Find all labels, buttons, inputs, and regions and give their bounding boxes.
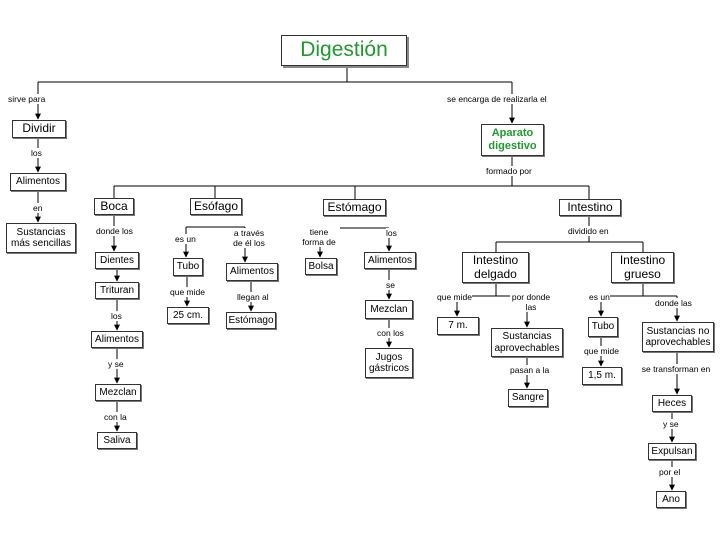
link-label-tiene-forma: tiene forma de <box>298 227 340 248</box>
link-label-sirve-para: sirve para <box>8 94 46 105</box>
concept-sustancias-aprovechables: Sustancias aprovechables <box>491 328 563 357</box>
concept-jugos-gastricos: Jugos gástricos <box>365 348 413 378</box>
concept-ano: Ano <box>656 491 686 508</box>
link-label-es-un: es un <box>589 292 610 303</box>
concept-aparato-digestivo: Aparato digestivo <box>481 124 544 156</box>
link-label-los: los <box>111 311 122 322</box>
concept-tubo: Tubo <box>173 258 203 276</box>
concept-sustancias-no-aprovechables: Sustancias no aprovechables <box>642 322 714 352</box>
concept-sustancias-sencillas: Sustancias más sencillas <box>6 223 76 253</box>
link-label-con-los: con los <box>377 328 404 339</box>
link-label-a-traves: a través de él los <box>228 228 270 249</box>
link-label-y-se: y se <box>108 359 124 370</box>
concept-sangre: Sangre <box>508 389 548 407</box>
concept-25-cm: 25 cm. <box>167 307 209 324</box>
link-label-dividido-en: dividido en <box>568 226 609 237</box>
title-concept: Digestión <box>281 35 407 66</box>
concept-intestino: Intestino <box>559 199 621 216</box>
link-label-por-el: por el <box>659 467 681 478</box>
link-label-formado-por: formado por <box>486 166 532 177</box>
concept-intestino-grueso: Intestino grueso <box>611 252 674 283</box>
concept-tubo: Tubo <box>588 317 618 337</box>
concept-esofago: Esófago <box>190 198 242 215</box>
link-label-en: en <box>33 203 43 214</box>
concept-intestino-delgado: Intestino delgado <box>462 252 529 283</box>
link-label-se-transforman: se transforman en <box>641 364 711 375</box>
link-label-que-mide: que mide <box>437 292 472 303</box>
concept-alimentos: Alimentos <box>10 173 66 191</box>
concept-1-5-m: 1,5 m. <box>582 367 622 385</box>
link-label-los: los <box>31 148 42 159</box>
concept-heces: Heces <box>652 395 692 412</box>
concept-alimentos: Alimentos <box>226 263 278 281</box>
link-label-donde-los: donde los <box>96 226 133 237</box>
concept-bolsa: Bolsa <box>305 258 337 275</box>
concept-estomago-destino: Estómago <box>226 312 276 329</box>
concept-alimentos: Alimentos <box>364 252 416 269</box>
concept-estomago: Estómago <box>323 199 386 216</box>
link-label-y-se: y se <box>663 419 679 430</box>
link-label-con-la: con la <box>104 412 127 423</box>
link-label-que-mide: que mide <box>170 287 205 298</box>
link-label-donde-las: donde las <box>655 298 692 309</box>
concept-alimentos: Alimentos <box>91 331 143 348</box>
concept-trituran: Trituran <box>95 282 139 299</box>
concept-expulsan: Expulsan <box>648 443 696 460</box>
link-label-se: se <box>386 280 395 291</box>
link-label-llegan-al: llegan al <box>237 292 269 303</box>
concept-dientes: Dientes <box>95 252 139 269</box>
concept-7-m: 7 m. <box>437 317 479 335</box>
link-label-es-un: es un <box>175 234 196 245</box>
link-label-se-encarga: se encarga de realizarla el <box>447 94 547 105</box>
concept-saliva: Saliva <box>97 432 137 449</box>
concept-mezclan: Mezclan <box>95 384 141 401</box>
link-label-pasan-a-la: pasan a la <box>510 365 550 376</box>
concept-dividir: Dividir <box>12 120 66 138</box>
link-label-por-donde: por donde las <box>510 292 552 313</box>
link-label-que-mide: que mide <box>584 346 619 357</box>
concept-mezclan: Mezclan <box>365 300 413 319</box>
link-label-los: los <box>386 228 397 239</box>
concept-boca: Boca <box>94 198 134 215</box>
